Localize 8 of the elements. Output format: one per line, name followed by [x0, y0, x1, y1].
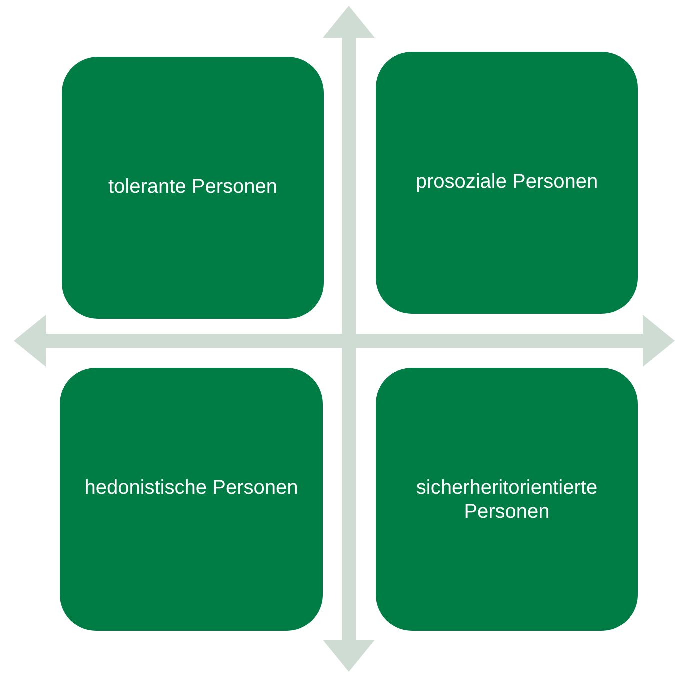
quadrant-box: [60, 368, 323, 631]
quadrant-box: [376, 368, 638, 631]
quadrant-label: hedonistische Personen: [84, 476, 300, 500]
quadrant-label: prosoziale Personen: [414, 170, 600, 194]
quadrant-label: tolerante Personen: [107, 175, 278, 199]
quadrant-label: sicherheritorientierte Personen: [415, 476, 599, 524]
quadrant-box: [376, 52, 638, 314]
quadrant-box: [62, 57, 324, 319]
